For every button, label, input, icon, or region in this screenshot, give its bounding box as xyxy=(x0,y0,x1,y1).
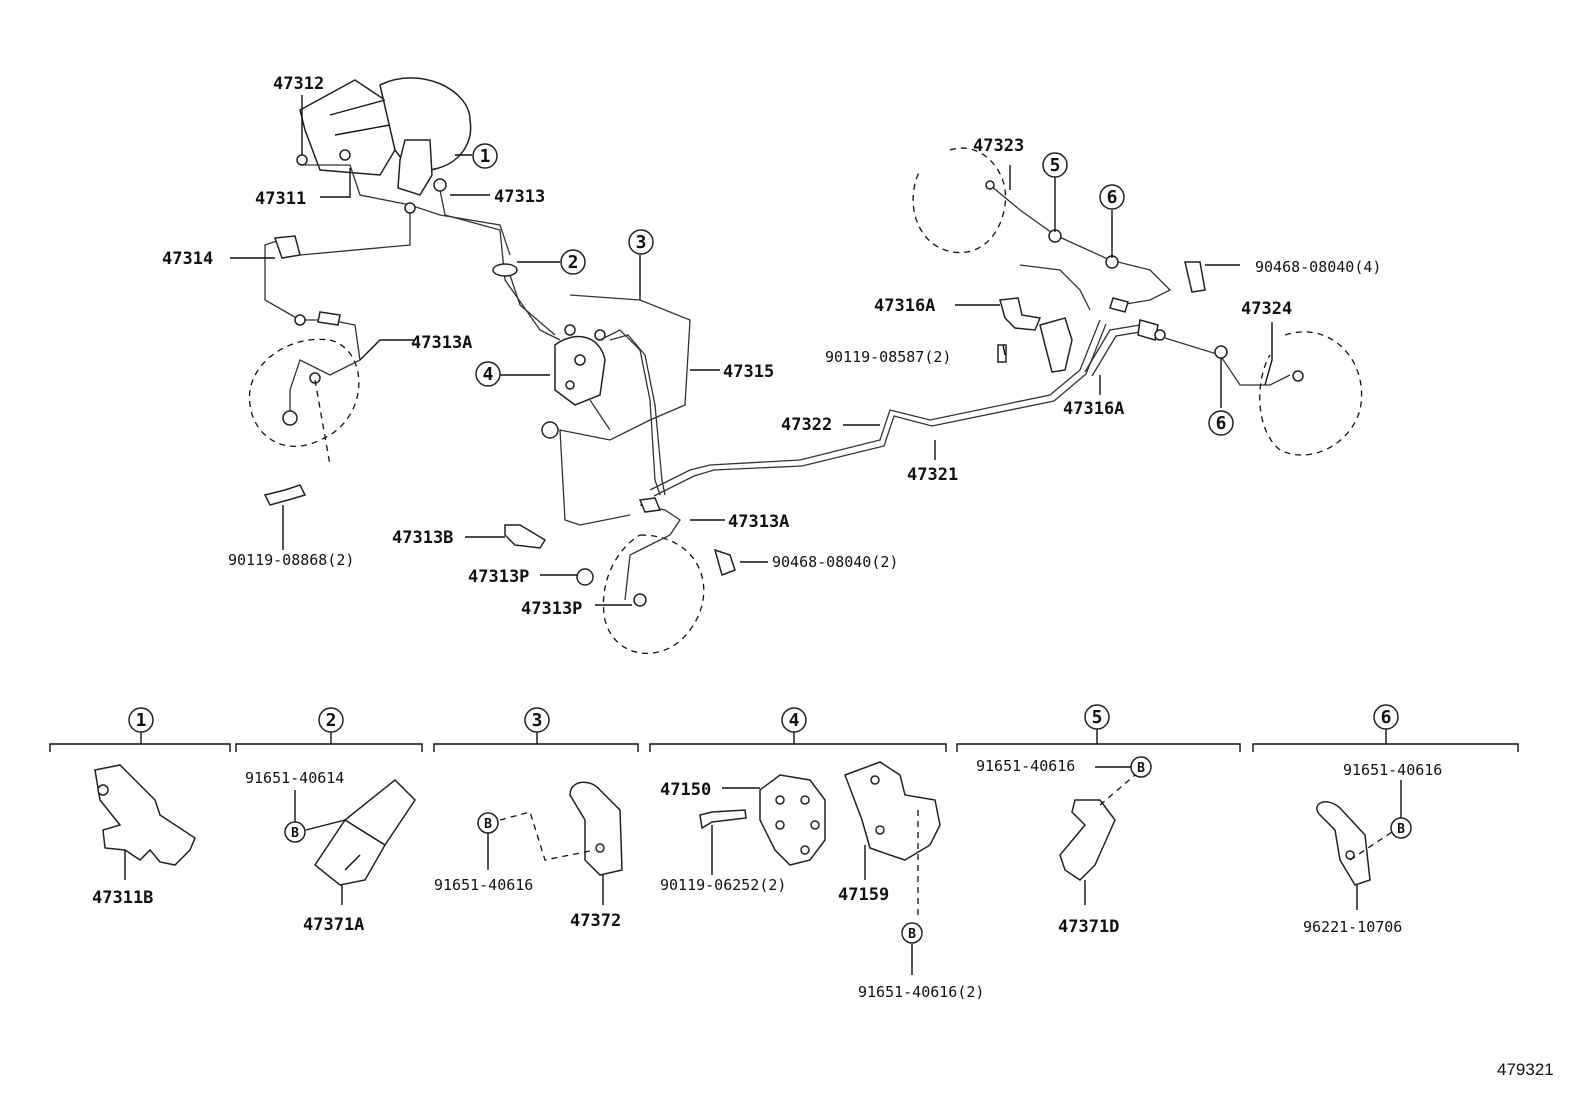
section-callout-1: 1 xyxy=(128,707,154,733)
svg-text:6: 6 xyxy=(1381,707,1392,728)
callout-1-top: 1 xyxy=(472,143,498,169)
bolt-marker-s5: B xyxy=(1095,756,1152,778)
bracket-47159 xyxy=(844,761,941,920)
bolt-marker-s3: B xyxy=(477,811,596,870)
callout-4-top: 4 xyxy=(475,361,501,387)
label-91651-40616-s3: 91651-40616 xyxy=(434,876,533,894)
svg-text:3: 3 xyxy=(636,232,647,253)
bolt-marker-s6: B xyxy=(1390,780,1412,839)
label-91651-40616-s6: 91651-40616 xyxy=(1343,761,1442,779)
svg-text:B: B xyxy=(1397,822,1405,837)
label-47314: 47314 xyxy=(162,249,213,269)
svg-text:4: 4 xyxy=(789,710,800,731)
clamp-96221-10706 xyxy=(1316,801,1396,910)
svg-text:1: 1 xyxy=(480,146,491,167)
center-brake-disc xyxy=(504,497,736,654)
svg-text:6: 6 xyxy=(1107,187,1118,208)
figure-id: 479321 xyxy=(1497,1060,1554,1079)
section-brackets xyxy=(49,729,1519,752)
label-47371D: 47371D xyxy=(1058,917,1119,937)
svg-text:4: 4 xyxy=(483,364,494,385)
label-47313P-1: 47313P xyxy=(468,567,529,587)
svg-text:B: B xyxy=(1137,761,1145,776)
svg-text:B: B xyxy=(908,927,916,942)
label-90468-08040-4: 90468-08040(4) xyxy=(1255,258,1381,276)
bracket-47371A xyxy=(313,778,416,905)
label-47150: 47150 xyxy=(660,780,711,800)
callout-3-top: 3 xyxy=(628,229,654,255)
rear-brake-tubes xyxy=(649,319,1159,497)
label-91651-40616-2: 91651-40616(2) xyxy=(858,983,984,1001)
callout-6-right: 6 xyxy=(1208,410,1234,436)
label-47323: 47323 xyxy=(973,136,1024,156)
label-47316A-top: 47316A xyxy=(874,296,935,316)
label-47311B: 47311B xyxy=(92,888,153,908)
label-47159: 47159 xyxy=(838,885,889,905)
bracket-47311B xyxy=(94,764,196,880)
label-47315: 47315 xyxy=(723,362,774,382)
svg-text:1: 1 xyxy=(136,710,147,731)
bracket-47371D xyxy=(1059,774,1136,905)
bolt-marker-s4: B xyxy=(901,922,923,975)
label-90468-08040-2: 90468-08040(2) xyxy=(772,553,898,571)
callout-2-top: 2 xyxy=(560,249,586,275)
label-47313A-left: 47313A xyxy=(411,333,472,353)
svg-text:3: 3 xyxy=(532,710,543,731)
valve-47150 xyxy=(722,774,826,866)
label-47371A: 47371A xyxy=(303,915,364,935)
label-47312: 47312 xyxy=(273,74,324,94)
label-96221-10706: 96221-10706 xyxy=(1303,918,1402,936)
label-47313B: 47313B xyxy=(392,528,453,548)
label-90119-06252: 90119-06252(2) xyxy=(660,876,786,894)
section-callout-2: 2 xyxy=(318,707,344,733)
leader-lines xyxy=(230,95,1273,606)
label-47313A-center: 47313A xyxy=(728,512,789,532)
label-47313: 47313 xyxy=(494,187,545,207)
label-47372: 47372 xyxy=(570,911,621,931)
brake-tubes-upper-left xyxy=(264,164,561,341)
section-callout-3: 3 xyxy=(524,707,550,733)
section-callout-4: 4 xyxy=(781,707,807,733)
section-callout-5: 5 xyxy=(1084,704,1110,730)
left-brake-disc xyxy=(248,311,361,506)
label-90119-08587: 90119-08587(2) xyxy=(825,348,951,366)
rear-axle-area xyxy=(912,147,1363,456)
bolt-90119-06252 xyxy=(699,809,747,875)
section-callout-6: 6 xyxy=(1373,704,1399,730)
label-47313P-2: 47313P xyxy=(521,599,582,619)
clip-47372 xyxy=(569,781,623,905)
label-47311: 47311 xyxy=(255,189,306,209)
svg-text:B: B xyxy=(291,826,299,841)
master-cylinder-assembly xyxy=(296,77,472,196)
svg-text:2: 2 xyxy=(326,710,337,731)
callout-6-top: 6 xyxy=(1099,184,1125,210)
svg-text:2: 2 xyxy=(568,252,579,273)
bolt-marker-s2: B xyxy=(284,790,346,843)
proportioning-valve-area xyxy=(541,294,691,526)
label-91651-40614: 91651-40614 xyxy=(245,769,344,787)
label-47322: 47322 xyxy=(781,415,832,435)
label-91651-40616-s5: 91651-40616 xyxy=(976,757,1075,775)
label-47324: 47324 xyxy=(1241,299,1292,319)
svg-text:5: 5 xyxy=(1050,155,1061,176)
callout-5-top: 5 xyxy=(1042,152,1068,178)
svg-text:5: 5 xyxy=(1092,707,1103,728)
label-47321: 47321 xyxy=(907,465,958,485)
svg-text:B: B xyxy=(484,817,492,832)
label-47316A-bottom: 47316A xyxy=(1063,399,1124,419)
svg-text:6: 6 xyxy=(1216,413,1227,434)
label-90119-08868: 90119-08868(2) xyxy=(228,551,354,569)
